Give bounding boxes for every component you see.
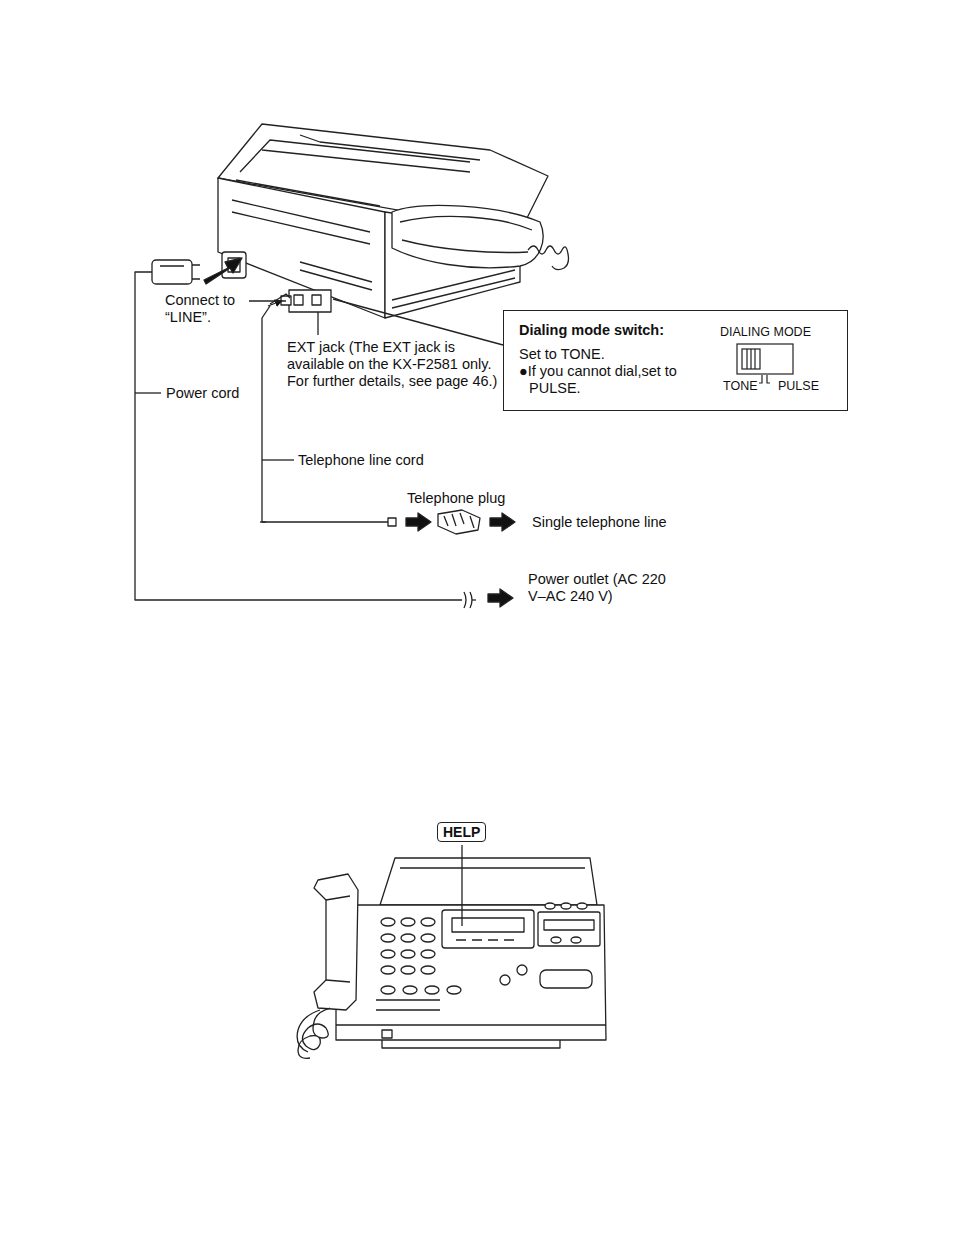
instruction-text: ●If you cannot dial,set to PULSE.: [519, 363, 715, 397]
part-label: Telephone plug: [407, 490, 547, 507]
switch-position: TONE: [723, 378, 773, 395]
switch-label: DIALING MODE: [720, 324, 840, 341]
cord-label: Telephone line cord: [298, 452, 478, 469]
instruction-text: Set to TONE.: [519, 346, 719, 363]
destination-label: Single telephone line: [532, 514, 722, 531]
outlet-label: Power outlet (AC 220 V–AC 240 V): [528, 571, 680, 605]
callout-title: Dialing mode switch:: [519, 322, 719, 339]
button-text: HELP: [443, 824, 480, 840]
callout-box: Dialing mode switch: Set to TONE.●If you …: [503, 310, 848, 411]
cord-label: Power cord: [166, 385, 286, 402]
button-label: HELP: [437, 822, 486, 842]
switch-position: PULSE: [778, 378, 838, 395]
jack-note: EXT jack (The EXT jack is available on t…: [287, 339, 509, 390]
port-label: Connect to “LINE”.: [165, 292, 249, 326]
